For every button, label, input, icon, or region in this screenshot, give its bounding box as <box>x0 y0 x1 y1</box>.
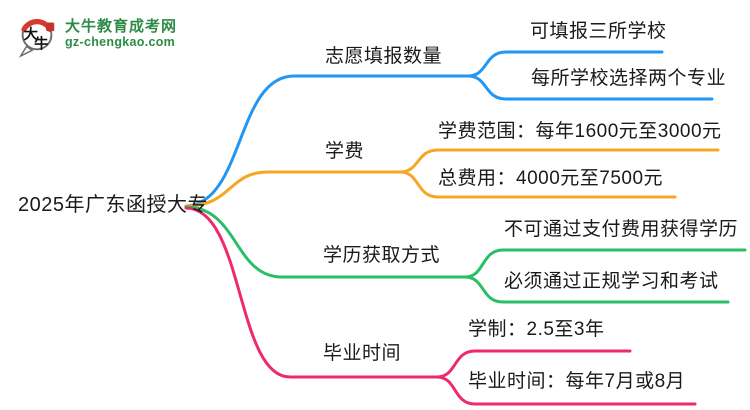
child-label-no-paid-diploma: 不可通过支付费用获得学历 <box>504 219 739 240</box>
root-node-label: 2025年广东函授大专 <box>18 194 208 216</box>
child-line-1-0 <box>398 148 720 174</box>
branch-line-0 <box>184 74 470 208</box>
logo-char-bottom: 牛 <box>34 34 48 52</box>
child-line-0-1 <box>466 74 714 101</box>
child-line-2-0 <box>463 248 747 279</box>
logo-red-seal <box>46 22 55 32</box>
child-line-3-0 <box>435 349 632 379</box>
branch-label-volunteer-count: 志愿填报数量 <box>325 46 443 67</box>
child-line-1-1 <box>398 170 677 199</box>
child-label-total-cost: 总费用：4000元至7500元 <box>438 168 664 189</box>
site-logo-icon: 大 牛 <box>18 19 55 58</box>
logo-bubble-tail <box>18 45 34 58</box>
site-logo: 大 牛 大牛教育成考网 gz-chengkao.com <box>14 10 177 58</box>
child-line-2-1 <box>463 275 730 304</box>
child-line-0-0 <box>466 50 664 78</box>
branch-label-diploma-method: 学历获取方式 <box>323 245 441 266</box>
child-label-three-schools: 可填报三所学校 <box>530 21 667 42</box>
site-url: gz-chengkao.com <box>65 35 176 50</box>
child-label-graduation-month: 毕业时间：每年7月或8月 <box>468 371 686 392</box>
child-line-3-1 <box>435 375 697 406</box>
logo-char-top: 大 <box>24 25 39 43</box>
child-label-two-majors: 每所学校选择两个专业 <box>531 68 727 89</box>
branch-label-graduation-time: 毕业时间 <box>323 343 402 364</box>
site-name: 大牛教育成考网 <box>65 17 178 35</box>
branch-line-2 <box>184 205 467 279</box>
child-label-study-length: 学制：2.5至3年 <box>468 319 605 340</box>
branch-label-tuition: 学费 <box>325 141 365 162</box>
site-logo-text: 大牛教育成考网 gz-chengkao.com <box>65 18 177 50</box>
branch-line-3 <box>184 206 439 379</box>
child-label-tuition-range: 学费范围：每年1600元至3000元 <box>438 121 722 142</box>
child-label-formal-study: 必须通过正规学习和考试 <box>504 271 719 292</box>
branch-line-1 <box>184 170 402 208</box>
